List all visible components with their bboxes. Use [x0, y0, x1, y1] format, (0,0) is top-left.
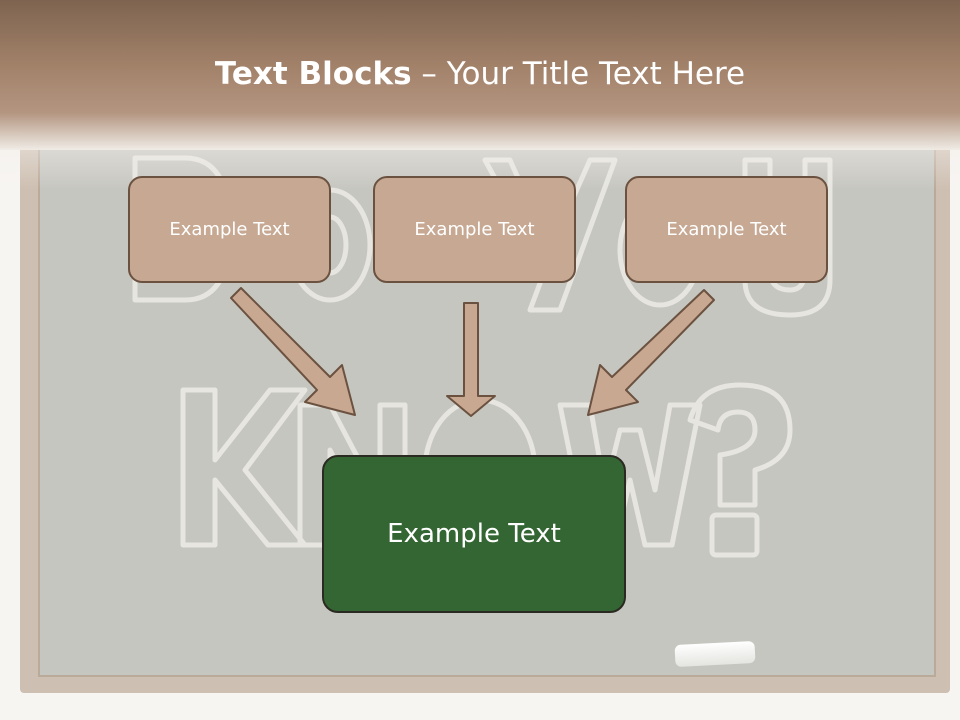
- arrow-left: [230, 287, 356, 416]
- text-block-left[interactable]: Example Text: [128, 176, 331, 283]
- text-block-center-label: Example Text: [414, 219, 535, 240]
- arrow-center: [446, 302, 496, 417]
- arrow-right: [587, 289, 715, 416]
- slide-title: Text Blocks – Your Title Text Here: [0, 52, 960, 96]
- main-text-block[interactable]: Example Text: [322, 455, 626, 613]
- text-block-left-label: Example Text: [169, 219, 290, 240]
- chalk-stick-image: [674, 640, 756, 668]
- title-rest: – Your Title Text Here: [411, 56, 746, 92]
- text-block-right-label: Example Text: [666, 219, 787, 240]
- text-block-center[interactable]: Example Text: [373, 176, 576, 283]
- main-text-block-label: Example Text: [387, 519, 561, 549]
- title-banner: [0, 0, 960, 150]
- title-bold: Text Blocks: [214, 56, 412, 92]
- text-block-right[interactable]: Example Text: [625, 176, 828, 283]
